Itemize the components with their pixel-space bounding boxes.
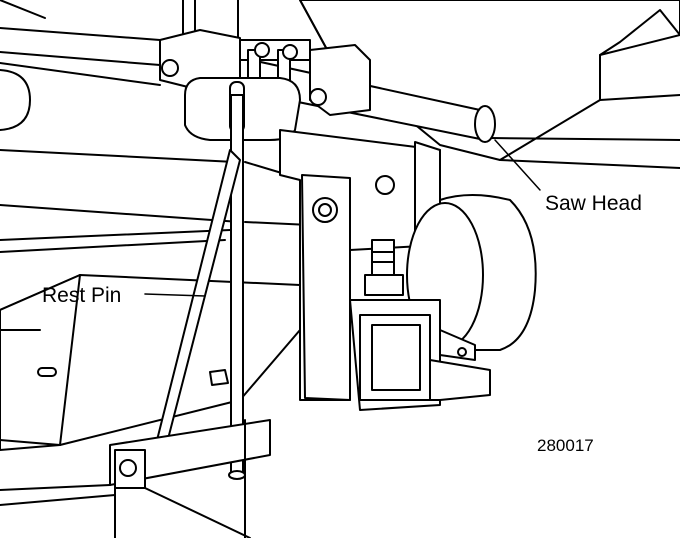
link-bar [301,174,351,401]
lower-frame-box [0,274,301,451]
rest-pin-rod [228,94,246,480]
adjustment-screw [364,239,404,296]
saw-head-leader [494,139,541,191]
bottom-members [0,419,271,538]
frame-lines [0,0,311,311]
leader-lines [144,139,541,297]
saw-head-label: Saw Head [545,192,642,215]
figure-number: 280017 [537,436,594,455]
rest-pin-label: Rest Pin [42,284,122,307]
square-tube-bracket [349,299,491,411]
rest-pin-leader [144,293,206,297]
